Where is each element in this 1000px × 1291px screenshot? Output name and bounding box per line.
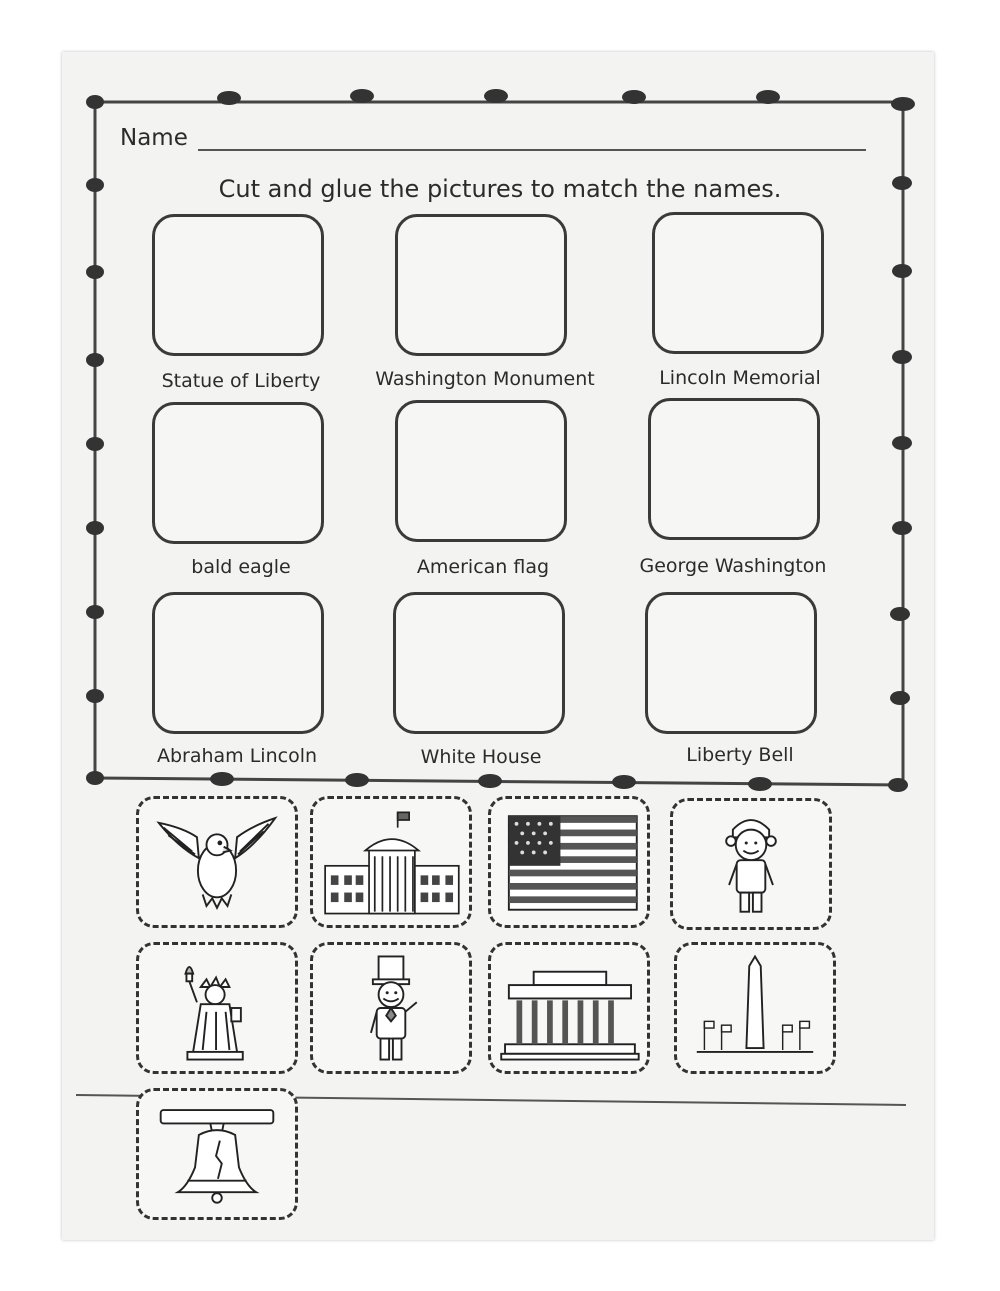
glue-box-statue-of-liberty[interactable] [152, 214, 324, 356]
glue-box-george-washington[interactable] [648, 398, 820, 540]
label-bald-eagle: bald eagle [191, 556, 291, 578]
glue-box-bald-eagle[interactable] [152, 402, 324, 544]
label-lincoln-memorial: Lincoln Memorial [659, 367, 821, 389]
cutout-card-george-washington[interactable] [670, 798, 832, 930]
white-house-icon [324, 811, 460, 915]
glue-box-abraham-lincoln[interactable] [152, 592, 324, 734]
cutout-card-statue-of-liberty[interactable] [136, 942, 298, 1074]
cutout-card-washington-monument[interactable] [674, 942, 836, 1074]
glue-box-washington-monument[interactable] [395, 214, 567, 356]
bald-eagle-icon [156, 816, 278, 910]
label-liberty-bell: Liberty Bell [686, 744, 794, 766]
label-white-house: White House [420, 746, 542, 768]
label-american-flag: American flag [416, 556, 550, 578]
glue-box-white-house[interactable] [393, 592, 565, 734]
american-flag-icon [507, 815, 638, 911]
glue-box-liberty-bell[interactable] [645, 592, 817, 734]
george-washington-icon [725, 819, 777, 913]
label-george-washington: George Washington [639, 555, 827, 577]
name-label: Name [120, 125, 188, 151]
cutout-card-lincoln-memorial[interactable] [488, 942, 650, 1074]
glue-box-american-flag[interactable] [395, 400, 567, 542]
label-statue-of-liberty: Statue of Liberty [161, 370, 321, 392]
glue-box-lincoln-memorial[interactable] [652, 212, 824, 354]
cutout-card-bald-eagle[interactable] [136, 796, 298, 928]
cutout-card-american-flag[interactable] [488, 796, 650, 928]
lincoln-memorial-icon [500, 970, 640, 1061]
cutout-card-white-house[interactable] [310, 796, 472, 928]
instructions: Cut and glue the pictures to match the n… [218, 175, 782, 203]
label-washington-monument: Washington Monument [375, 368, 595, 390]
statue-of-liberty-icon [184, 966, 244, 1061]
label-abraham-lincoln: Abraham Lincoln [156, 745, 318, 767]
cutout-card-abraham-lincoln[interactable] [310, 942, 472, 1074]
abraham-lincoln-icon [370, 955, 418, 1061]
washington-monument-icon [696, 954, 814, 1053]
cutout-card-liberty-bell[interactable] [136, 1088, 298, 1220]
liberty-bell-icon [159, 1109, 275, 1204]
